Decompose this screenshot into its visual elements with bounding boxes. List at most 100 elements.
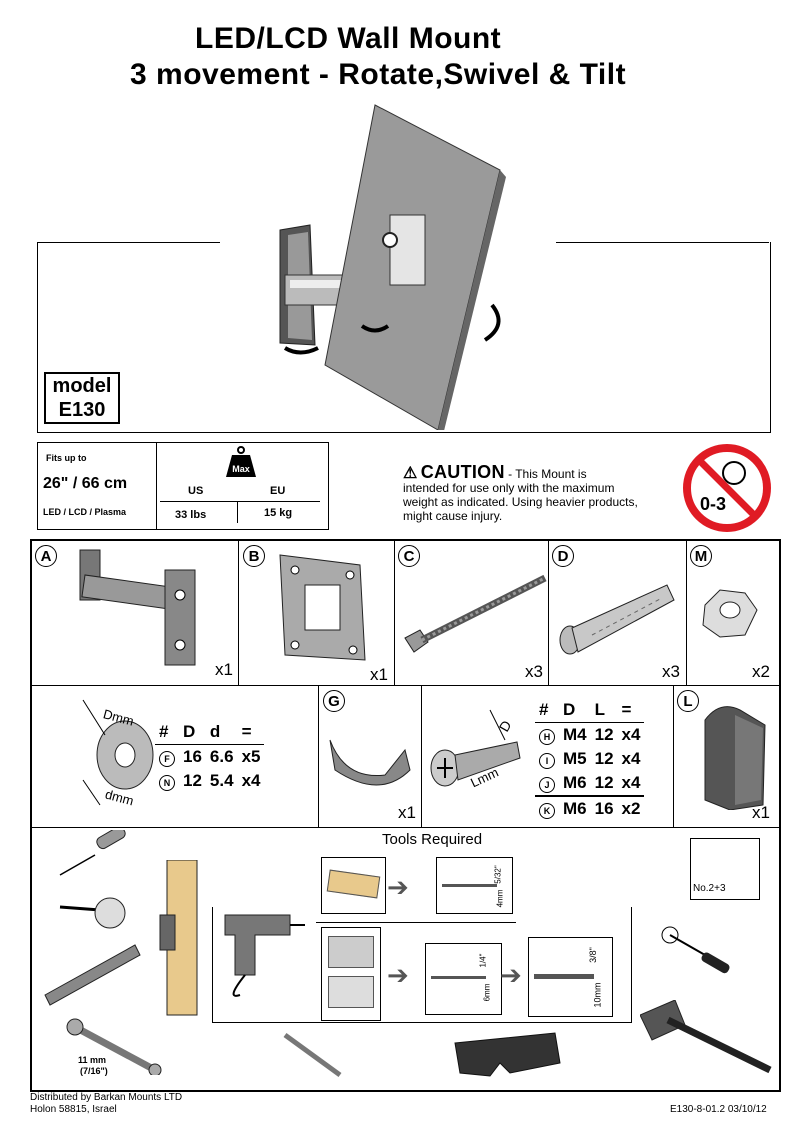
page-title: LED/LCD Wall Mount [195, 22, 502, 55]
part-d-letter: D [552, 545, 574, 567]
bolt-row-id: J [539, 777, 555, 793]
part-l-qty: x1 [752, 803, 770, 822]
part-b-qty: x1 [370, 665, 388, 684]
spirit-level-icon [44, 944, 141, 1006]
eu-label: EU [270, 485, 286, 497]
bolt-header-qty: = [621, 700, 632, 719]
washer-header-qty: = [241, 722, 252, 741]
washer-quantity: x4 [241, 771, 261, 790]
footer-distributor: Distributed by Barkan Mounts LTD Holon 5… [30, 1092, 182, 1116]
bolt-diameter: M6 [563, 799, 587, 818]
caution-heading: CAUTION [420, 462, 505, 482]
page-subtitle: 3 movement - Rotate,Swivel & Tilt [130, 58, 627, 91]
bolt-diameter: M4 [563, 725, 587, 744]
final-bit-mm: 10mm [592, 982, 603, 1008]
tools-title: Tools Required [380, 831, 485, 848]
model-label: model [52, 375, 112, 397]
caution-notice: ⚠ CAUTION - This Mount is intended for u… [403, 462, 643, 523]
wood-bit-size: 5/32" [493, 865, 503, 884]
eu-value: 15 kg [264, 507, 293, 519]
pencil-icon [283, 1032, 342, 1078]
arrow-right-icon: ➔ [500, 960, 522, 990]
hero-frame [37, 242, 771, 433]
washer-table: # D d = F 16 6.6 x5 N 12 5.4 x4 [155, 720, 265, 793]
washer-inner-diameter: 5.4 [209, 771, 234, 790]
bolt-row-id: I [539, 753, 555, 769]
part-m-nut-illustration [702, 589, 758, 638]
doc-code: E130-8-01.2 03/10/12 [670, 1104, 767, 1115]
screwdriver-icon [661, 926, 730, 974]
display-types: LED / LCD / Plasma [43, 507, 127, 517]
bolt-quantity: x2 [621, 799, 641, 818]
part-g-letter: G [323, 690, 345, 712]
bolt-illustration [430, 709, 521, 787]
bolt-quantity: x4 [621, 749, 641, 768]
bolt-length: 12 [594, 773, 614, 792]
part-m-qty: x2 [752, 662, 770, 681]
screwdriver-tip-panel: No.2+3 [690, 838, 760, 900]
bolt-table: # D L = H M4 12 x4 I M5 12 x4 J M6 12 x4… [535, 698, 645, 821]
wood-bit-mm: 4mm [495, 889, 505, 908]
part-d-anchor-illustration [559, 584, 675, 655]
bolt-header-id: # [539, 700, 549, 719]
age-label: 0-3 [700, 494, 727, 514]
no-children-icon [683, 444, 771, 532]
pilot-drill-bit-panel: 1/4" 6mm [425, 943, 502, 1015]
part-l-cap-illustration [704, 706, 766, 810]
wood-drill-bit-panel: 5/32" 4mm [436, 857, 513, 914]
bolt-length: 16 [594, 799, 614, 818]
hero-frame-top-left [37, 242, 220, 243]
wrench-size-inches: (7/16") [80, 1066, 108, 1076]
part-c-letter: C [398, 545, 420, 567]
tape-measure-icon [59, 897, 126, 929]
hammer-icon [640, 1000, 772, 1074]
power-drill-icon [224, 914, 305, 997]
washer-outer-diameter: 12 [183, 771, 202, 790]
wood-material-panel [321, 857, 386, 914]
safety-goggles-icon [454, 1032, 561, 1077]
washer-row-id: F [159, 751, 175, 767]
pilot-bit-mm: 6mm [482, 983, 492, 1002]
caution-text-2: intended for use only with the maximum w… [403, 481, 638, 523]
part-b-letter: B [243, 545, 265, 567]
bolt-length: 12 [594, 725, 614, 744]
us-label: US [188, 485, 204, 497]
final-drill-bit-panel: 3/8" 10mm [528, 937, 613, 1017]
size-value: 26" / 66 cm [43, 475, 128, 492]
warning-triangle-icon: ⚠ [403, 465, 418, 482]
screwdriver-size: No.2+3 [693, 883, 726, 894]
part-a-letter: A [35, 545, 57, 567]
model-badge: model E130 [44, 372, 120, 424]
washer-header-id: # [159, 722, 169, 741]
washer-header-outer: D [183, 722, 196, 741]
masonry-material-panel [321, 927, 381, 1021]
us-value: 33 lbs [175, 509, 207, 521]
washer-illustration [82, 699, 154, 806]
bolt-diameter: M6 [563, 773, 587, 792]
part-g-qty: x1 [398, 803, 416, 822]
hero-frame-top-right [556, 242, 769, 243]
bolt-header-diameter: D [563, 700, 576, 719]
part-l-letter: L [677, 690, 699, 712]
part-c-lag-bolt-illustration [404, 574, 547, 653]
bolt-length: 12 [594, 749, 614, 768]
washer-header-inner: d [209, 722, 221, 741]
part-a-arm-illustration [79, 549, 196, 666]
specs-box: Fits up to 26" / 66 cm LED / LCD / Plasm… [37, 442, 329, 530]
distributor-address: Holon 58815, Israel [30, 1104, 117, 1115]
wrench-icon [66, 1018, 162, 1075]
bolt-diameter: M5 [563, 749, 587, 768]
part-a-qty: x1 [215, 660, 233, 679]
wood-stud-icon [159, 860, 198, 1016]
washer-quantity: x5 [241, 747, 261, 766]
part-g-cover-illustration [329, 739, 411, 786]
bolt-row-id: H [539, 729, 555, 745]
bolt-header-length: L [594, 700, 606, 719]
pilot-bit-size: 1/4" [478, 953, 488, 968]
arrow-right-icon: ➔ [387, 872, 409, 902]
fits-up-to-label: Fits up to [46, 453, 87, 463]
weight-icon-label: Max [232, 464, 250, 474]
final-bit-size: 3/8" [587, 947, 598, 963]
awl-icon [59, 830, 126, 876]
bolt-row-id: K [539, 803, 555, 819]
